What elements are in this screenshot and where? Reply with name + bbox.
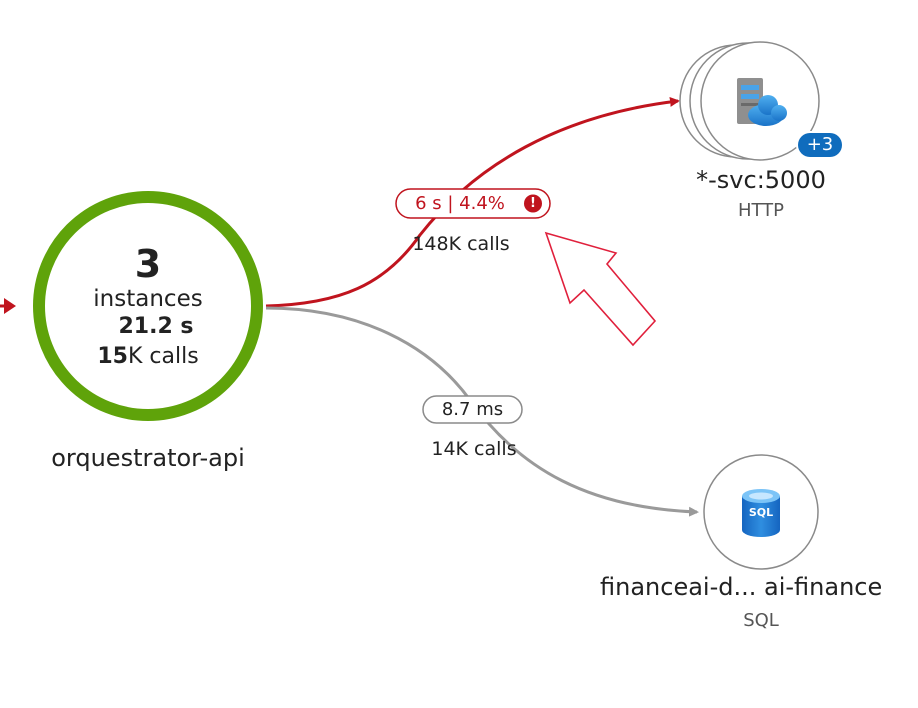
instances-label: instances [93,286,203,312]
avg-duration: 21.2 s [118,314,194,339]
node-name-http[interactable]: *-svc:5000 [696,166,826,194]
node-http[interactable] [679,41,844,161]
edge-sql-calls: 14K calls [431,438,517,460]
node-type-http: HTTP [737,200,785,221]
instance-count: 3 [134,242,162,286]
node-calls-number: 15 [97,344,128,369]
incoming-arrowhead [4,298,16,314]
edge-sql-label[interactable] [422,395,523,424]
alert-icon-mark: ! [530,196,536,211]
alert-icon [524,194,542,213]
node-name-orquestrator-api[interactable]: orquestrator-api [51,444,245,472]
sql-icon-text: SQL [748,506,774,519]
badge-count-text: +3 [806,134,834,155]
edge-http-label[interactable] [395,188,551,219]
node-orquestrator-api[interactable] [33,191,263,421]
edge-http-calls: 148K calls [412,233,510,255]
count-badge [798,133,842,157]
node-sql[interactable] [703,454,819,570]
sql-database-icon [742,489,780,537]
edge-http-metrics: 6 s | 4.4% [415,193,505,214]
annotation-arrow [544,231,657,347]
edge-http[interactable] [265,96,680,308]
incoming-edge[interactable] [0,298,16,314]
edge-sql-metrics: 8.7 ms [441,399,504,420]
node-calls: 15K calls [58,343,238,371]
health-ring [33,191,263,421]
node-name-sql[interactable]: financeai-d... ai-finance [600,573,883,601]
node-type-sql: SQL [743,610,779,631]
node-calls-suffix: K calls [127,344,199,369]
server-cloud-icon [737,78,787,126]
